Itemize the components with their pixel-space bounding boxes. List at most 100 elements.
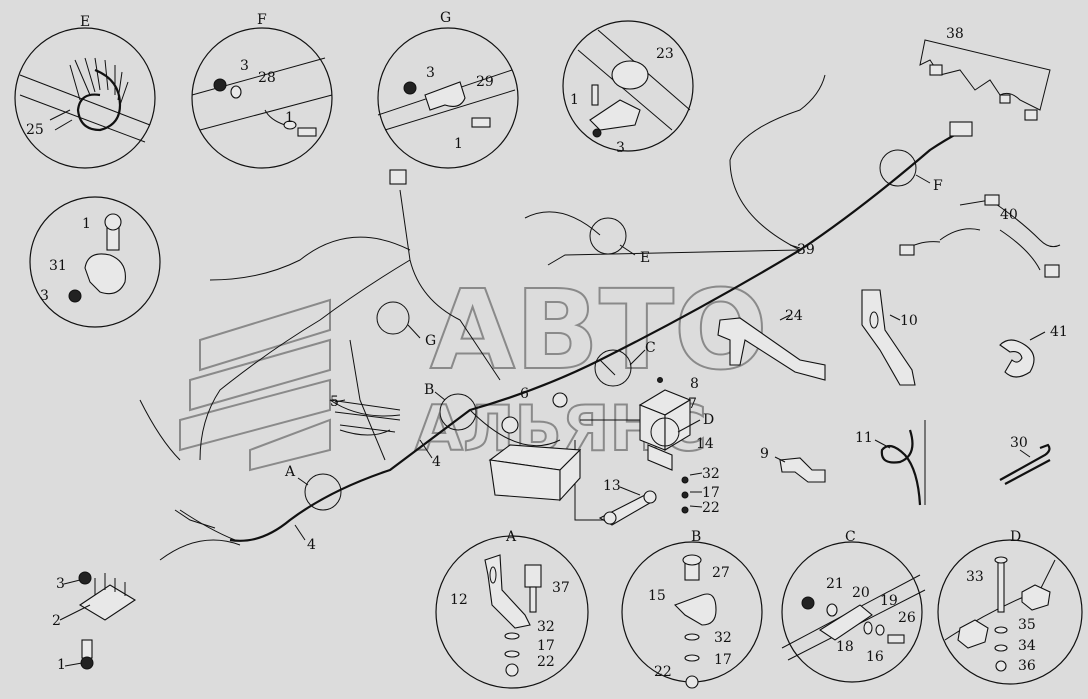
part-label: 6 — [520, 386, 529, 402]
part-label: 11 — [855, 430, 873, 446]
part-label: 22 — [702, 500, 720, 516]
main-harness — [139, 74, 973, 561]
detail-clip — [29, 196, 161, 328]
detail-F — [191, 27, 333, 169]
part-label: 24 — [785, 308, 803, 324]
detail-letter-A: A — [505, 529, 517, 545]
connector — [949, 121, 973, 137]
part-label: 3 — [56, 576, 65, 592]
bracket-9 — [779, 457, 826, 483]
part-label: 37 — [552, 580, 570, 596]
part-label: 29 — [476, 74, 494, 90]
watermark-logo — [179, 298, 331, 472]
small-fasteners-32-17-22 — [657, 377, 689, 514]
part-label: 17 — [714, 652, 732, 668]
part-label: 22 — [537, 654, 555, 670]
part-label: 16 — [866, 649, 884, 665]
part-label: 8 — [690, 376, 699, 392]
loose-wires — [174, 399, 401, 529]
detail-letter-F: F — [257, 12, 267, 28]
main-callout-letters: F E G C B A D — [284, 178, 943, 480]
part-label: 7 — [688, 396, 697, 412]
harness-38 — [919, 39, 1051, 121]
detail-G — [377, 27, 519, 169]
part-label: 1 — [82, 216, 91, 232]
part-label: 10 — [900, 313, 918, 329]
clip-41 — [999, 339, 1035, 378]
part-label: 17 — [537, 638, 555, 654]
part-label: 20 — [852, 585, 870, 601]
relay-box — [638, 389, 692, 471]
part-label: 39 — [797, 242, 815, 258]
part-label: 25 — [26, 122, 44, 138]
part-label: 19 — [880, 593, 898, 609]
part-label: 9 — [760, 446, 769, 462]
detail-23 — [562, 20, 694, 152]
main-part-numbers: 38 39 40 24 10 41 5 6 8 7 14 9 11 30 13 … — [52, 26, 1068, 673]
harness-40 — [899, 194, 1061, 278]
detail-B — [621, 541, 763, 689]
part-label: 27 — [712, 565, 730, 581]
detail-letter-C: C — [845, 529, 856, 545]
part-label: 18 — [836, 639, 854, 655]
callout-letter-F: F — [933, 178, 943, 194]
part-label: 1 — [570, 92, 579, 108]
callout-letter-G: G — [425, 333, 436, 349]
watermark-line1: АВТО — [430, 266, 768, 394]
part-label: 21 — [826, 576, 844, 592]
callout-letter-C: C — [645, 340, 656, 356]
part-label: 3 — [616, 140, 625, 156]
part-label: 30 — [1010, 435, 1028, 451]
detail-letter-B: B — [691, 529, 701, 545]
part-label: 4 — [307, 537, 316, 553]
pipe-11 — [880, 420, 926, 506]
part-label: 32 — [714, 630, 732, 646]
part-label: 14 — [696, 436, 714, 452]
battery — [488, 392, 582, 502]
detail-D — [937, 539, 1083, 685]
part-label: 28 — [258, 70, 276, 86]
part-label: 32 — [702, 466, 720, 482]
part-label: 22 — [654, 664, 672, 680]
part-label: 13 — [603, 478, 621, 494]
callout-letter-A: A — [284, 464, 296, 480]
detail-letters: E F G A B C D — [80, 10, 1021, 545]
part-label: 34 — [1018, 638, 1036, 654]
part-label: 36 — [1018, 658, 1036, 674]
callout-letter-D: D — [703, 412, 714, 428]
bracket-13 — [598, 490, 657, 526]
part-label: 3 — [240, 58, 249, 74]
part-label: 17 — [702, 485, 720, 501]
part-label: 5 — [330, 394, 339, 410]
part-label: 33 — [966, 569, 984, 585]
detail-E — [14, 27, 156, 169]
part-label: 15 — [648, 588, 666, 604]
detail-C — [781, 541, 926, 683]
bracket-10 — [861, 289, 916, 386]
bracket-24 — [717, 317, 826, 381]
part-label: 2 — [52, 613, 61, 629]
detail-letter-D: D — [1010, 529, 1021, 545]
detail-letter-E: E — [80, 14, 90, 30]
terminal-block-2 — [78, 571, 137, 670]
callout-letter-B: B — [424, 382, 434, 398]
part-label: 32 — [537, 619, 555, 635]
callout-letter-E: E — [640, 250, 650, 266]
detail-A — [435, 535, 589, 689]
part-label: 23 — [656, 46, 674, 62]
part-label: 4 — [432, 454, 441, 470]
part-label: 1 — [285, 110, 294, 126]
part-label: 35 — [1018, 617, 1036, 633]
part-label: 3 — [40, 288, 49, 304]
main-callouts — [304, 149, 917, 511]
part-label: 31 — [49, 258, 67, 274]
leader-lines — [294, 174, 1046, 541]
part-label: 38 — [946, 26, 964, 42]
part-label: 1 — [57, 657, 66, 673]
part-label: 40 — [1000, 207, 1018, 223]
part-label: 12 — [450, 592, 468, 608]
detail-part-numbers: 25 3 28 1 3 29 1 23 1 3 1 31 3 12 37 32 … — [26, 46, 1036, 680]
part-label: 1 — [454, 136, 463, 152]
